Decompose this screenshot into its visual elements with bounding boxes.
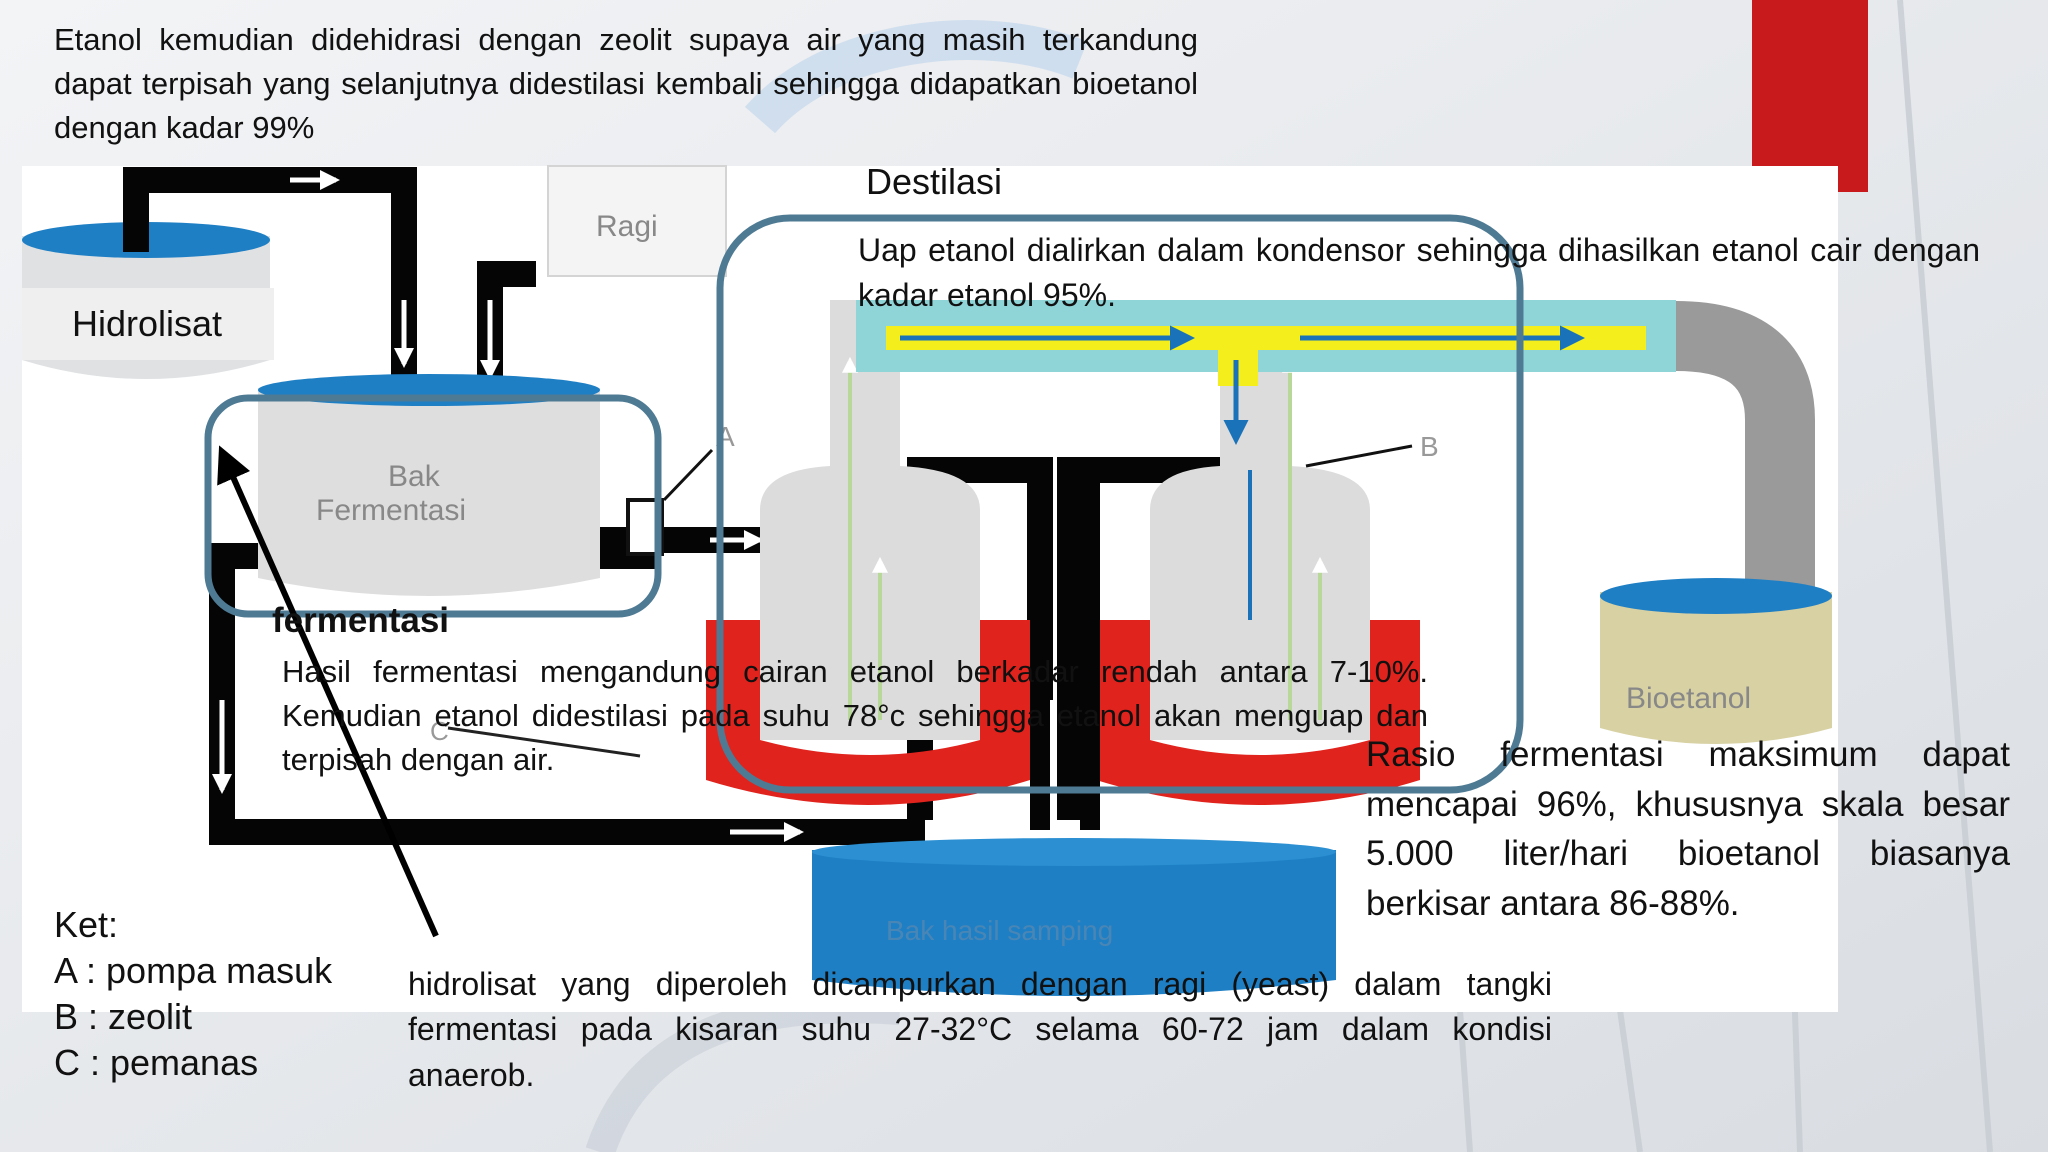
heater-pointer bbox=[447, 726, 641, 758]
legend-item-b: B : zeolit bbox=[54, 996, 193, 1037]
hidrolisat-label: Hidrolisat bbox=[22, 288, 274, 360]
bioetanol-label: Bioetanol bbox=[1626, 682, 1751, 715]
bak-fermentasi: Bak Fermentasi bbox=[258, 374, 600, 596]
destilasi-text: Uap etanol dialirkan dalam kondensor seh… bbox=[858, 232, 1980, 314]
ragi-label: Ragi bbox=[596, 210, 658, 243]
hidrolisat-text: hidrolisat yang diperoleh dicampurkan de… bbox=[408, 966, 1552, 1093]
distillation-columns bbox=[706, 300, 1420, 830]
label-b: B bbox=[1420, 431, 1439, 462]
fermentasi-title: fermentasi bbox=[272, 601, 450, 640]
bak-fermentasi-label-1: Bak bbox=[388, 460, 441, 493]
destilasi-title: Destilasi bbox=[866, 161, 1003, 202]
legend-title: Ket: bbox=[54, 904, 119, 945]
bak-hasil-samping-label: Bak hasil samping bbox=[886, 915, 1113, 946]
fermentation-highlight-frame bbox=[204, 394, 662, 618]
accent-bar bbox=[1752, 0, 1868, 192]
legend-item-a: A : pompa masuk bbox=[54, 950, 333, 991]
rasio-text: Rasio fermentasi maksimum dapat mencapai… bbox=[1366, 735, 2010, 924]
bioetanol-tank: Bioetanol bbox=[1600, 578, 1832, 744]
legend-item-c: C : pemanas bbox=[54, 1042, 259, 1083]
legend: Ket: A : pompa masuk B : zeolit C : pema… bbox=[54, 902, 332, 1086]
ragi-box: Ragi bbox=[547, 165, 727, 277]
bak-fermentasi-label-2: Fermentasi bbox=[316, 494, 466, 527]
distillation-highlight-frame bbox=[716, 214, 1524, 794]
callout-arrow bbox=[217, 445, 439, 938]
bak-hasil-samping: Bak hasil samping bbox=[812, 838, 1336, 996]
fermentasi-text: Hasil fermentasi mengandung cairan etano… bbox=[282, 654, 1428, 778]
label-c: C bbox=[430, 716, 449, 746]
dehydration-text: Etanol kemudian didehidrasi dengan zeoli… bbox=[54, 22, 1198, 146]
